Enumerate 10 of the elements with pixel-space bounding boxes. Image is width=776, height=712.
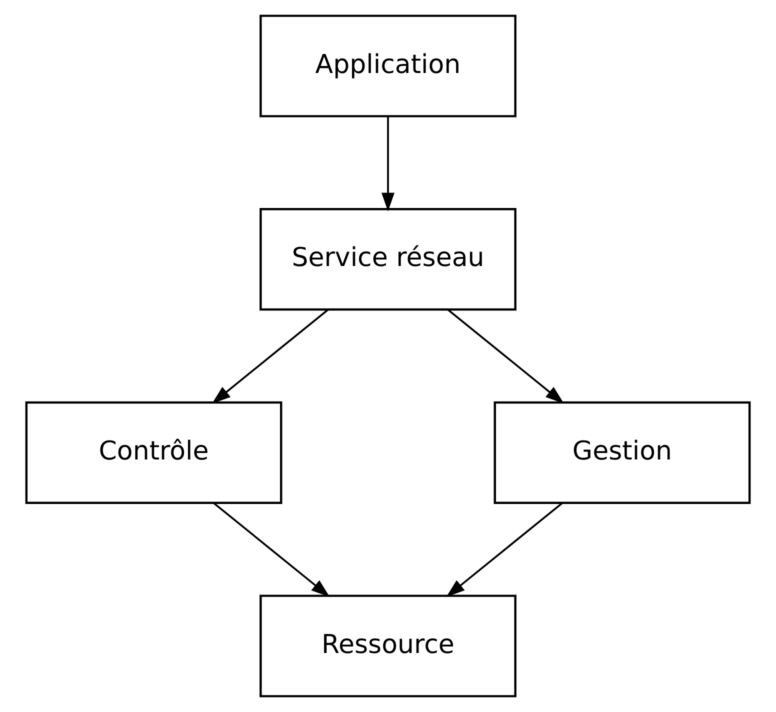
node-box: Ressource xyxy=(260,594,516,698)
arrow xyxy=(212,308,329,404)
arrow xyxy=(212,502,330,597)
node-box: Gestion xyxy=(494,401,751,504)
arrow xyxy=(446,502,564,597)
arrow xyxy=(447,308,564,404)
node-box: Contrôle xyxy=(25,401,282,504)
arrow xyxy=(381,116,395,212)
node-box: Application xyxy=(260,14,516,118)
node-box: Service réseau xyxy=(260,208,516,311)
